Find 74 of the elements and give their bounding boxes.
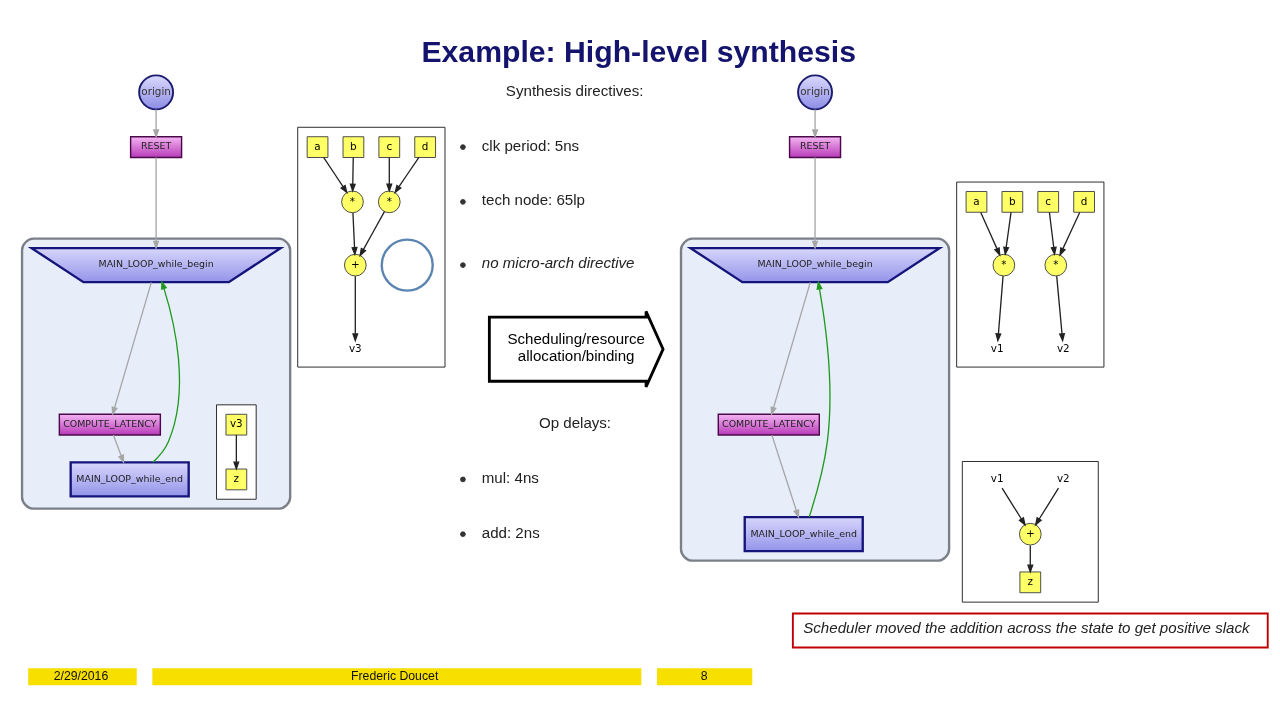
- arrow: [359, 210, 386, 258]
- node-box: v3: [225, 413, 248, 436]
- node-text: v1: [990, 341, 1004, 354]
- arrow: [352, 275, 359, 343]
- node-box: z: [1019, 571, 1042, 594]
- node-box: MAIN_LOOP_while_end: [69, 461, 190, 498]
- label: Frederic Doucet: [351, 668, 439, 683]
- cluster: [297, 126, 446, 368]
- arrow: [111, 281, 152, 417]
- cluster: [216, 404, 257, 500]
- node-circle: *: [377, 190, 401, 214]
- arrow: [811, 156, 819, 250]
- cluster: [956, 181, 1105, 368]
- label: add: 2ns: [481, 523, 540, 541]
- arrow: [323, 156, 348, 194]
- arrow: [394, 156, 420, 194]
- node-text: v1: [990, 472, 1004, 485]
- node-box: b: [1001, 191, 1024, 213]
- label: Synthesis directives:: [505, 81, 644, 99]
- node-box: MAIN_LOOP_while_end: [743, 516, 864, 553]
- arrow: [1001, 487, 1026, 527]
- arrow: [771, 434, 800, 519]
- node-circle: +: [1018, 522, 1042, 546]
- arrow: [152, 156, 160, 250]
- arrow: [980, 211, 1001, 257]
- arrow: [770, 281, 811, 417]
- node-box: RESET: [129, 136, 183, 159]
- node-box: b: [342, 136, 365, 158]
- label: tech node: 65lp: [481, 191, 586, 209]
- arrow: [1056, 275, 1066, 343]
- node-circle: *: [992, 253, 1016, 277]
- label: 8: [700, 668, 708, 683]
- arrow: [1003, 211, 1012, 257]
- arrow: [808, 280, 831, 518]
- arrow: [351, 212, 358, 257]
- node-box: a: [306, 136, 329, 158]
- arrow: [811, 108, 819, 139]
- node-box: Scheduler moved the addition across the state to get positive slack: [791, 612, 1269, 649]
- arrow: [386, 156, 393, 193]
- node-box: c: [378, 136, 401, 158]
- node-circle: [380, 238, 434, 292]
- arrow: [349, 156, 357, 193]
- node-circle: *: [341, 190, 364, 214]
- node-circle: *: [1044, 253, 1068, 277]
- node-box: c: [1037, 191, 1060, 213]
- label: 2/29/2016: [53, 668, 109, 683]
- node-text: v2: [1056, 341, 1070, 354]
- node-box: COMPUTE_LATENCY: [717, 413, 820, 436]
- arrow: [1048, 211, 1057, 257]
- label: clk period: 5ns: [481, 136, 580, 154]
- label: Op delays:: [538, 414, 612, 432]
- label: no micro-arch directive: [481, 253, 635, 271]
- diagram-title: Example: High-level synthesis: [421, 34, 856, 68]
- arrow: [1034, 487, 1060, 527]
- cluster: [961, 461, 1099, 603]
- node-circle: origin: [797, 74, 833, 111]
- arrow: [1027, 544, 1034, 574]
- arrow: [995, 275, 1004, 343]
- node-circle: origin: [138, 74, 175, 111]
- node-box: COMPUTE_LATENCY: [58, 413, 162, 436]
- arrow: [233, 434, 240, 471]
- node-box: a: [965, 191, 988, 213]
- node-circle: +: [343, 253, 367, 277]
- node-box: d: [1073, 191, 1095, 213]
- node-box: z: [225, 468, 248, 491]
- node-box: d: [414, 136, 437, 158]
- node-text: v2: [1056, 472, 1070, 485]
- arrow: [112, 434, 125, 464]
- label: mul: 4ns: [481, 469, 539, 487]
- arrow: [152, 280, 181, 463]
- arrow: [1059, 211, 1081, 257]
- node-text: v3: [348, 341, 362, 354]
- node-box: RESET: [788, 136, 842, 159]
- arrow: [152, 108, 160, 139]
